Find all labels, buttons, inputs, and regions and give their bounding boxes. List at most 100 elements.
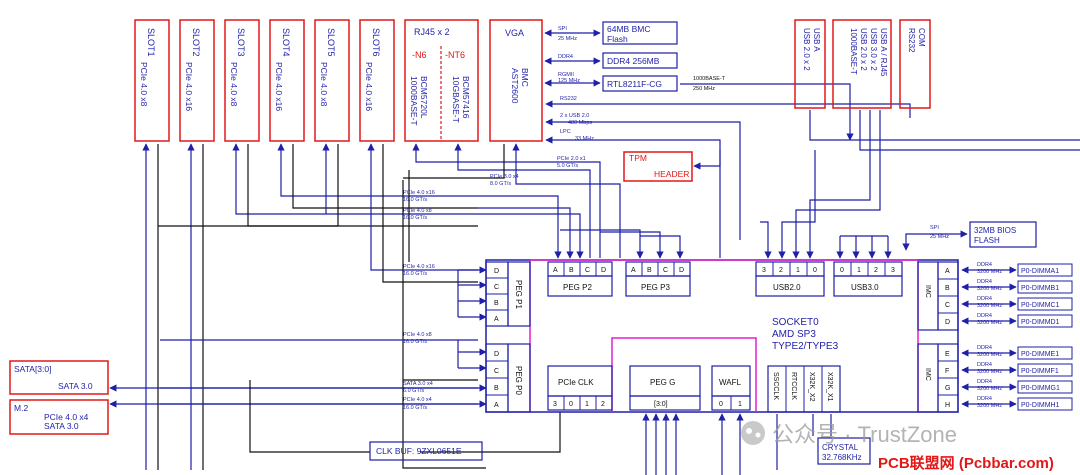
p0-lane-b: B — [494, 385, 499, 392]
usb2-port-1: 1 — [796, 267, 800, 274]
p3-lane-a: A — [631, 267, 636, 274]
bios-spi-label: SPI — [930, 225, 939, 231]
m2-line3: SATA 3.0 — [44, 421, 79, 431]
bios-box — [969, 221, 1037, 248]
bios-spi — [902, 230, 968, 251]
dimm-e-type: DDR4 — [977, 345, 992, 351]
crystal-line1: CRYSTAL — [822, 443, 859, 452]
usb-rj45-line3: USB 2.0 x 2 — [859, 28, 868, 71]
imc-ch-c: C — [945, 302, 950, 309]
link-labels: PCIe 2.0 x1 5.0 GT/s PCIe 3.0 x4 8.0 GT/… — [403, 156, 586, 411]
pcie40x16b-speed: 16.0 GT/s — [403, 271, 427, 277]
dimm-b: DDR4 3200 MHz P0-DIMMB1 — [961, 279, 1073, 294]
m2-line2: PCIe 4.0 x4 — [44, 412, 89, 422]
bios-spi-speed: 25 MHz — [930, 234, 949, 240]
dimm-h: DDR4 3200 MHz P0-DIMMH1 — [961, 396, 1073, 411]
slot-boxes: SLOT1 PCIe 4.0 x8 SLOT2 PCIe 4.0 x16 SLO… — [134, 19, 395, 142]
clk-buffer: CLK BUF: 9ZXL0651E — [369, 441, 483, 461]
usb3-port-3: 3 — [891, 267, 895, 274]
rj45-chip1a: BCM5720L — [419, 76, 429, 119]
rs232-label: RS232 — [560, 96, 577, 102]
dimm-d-speed: 3200 MHz — [977, 320, 1002, 326]
usb2-port-3: 3 — [762, 267, 766, 274]
usb3-port-0: 0 — [840, 267, 844, 274]
slot6-box — [359, 19, 395, 142]
phy-speed1: 1000BASE-T — [693, 76, 726, 82]
pcie40x8a-label: PCIe 4.0 x8 — [403, 208, 432, 214]
usb3-port-2: 2 — [874, 267, 878, 274]
spi-speed: 25 MHz — [558, 36, 577, 42]
dimm-a-name: P0-DIMMA1 — [1021, 268, 1059, 275]
rj45-box — [404, 19, 479, 142]
dimm-d-type: DDR4 — [977, 313, 992, 319]
p0-lane-a: A — [494, 402, 499, 409]
slot2-name: SLOT2 — [191, 28, 201, 57]
pcie40x16b-label: PCIe 4.0 x16 — [403, 264, 435, 270]
dimm-d: DDR4 3200 MHz P0-DIMMD1 — [961, 313, 1073, 328]
sata-box — [9, 360, 109, 395]
com-line2: RS232 — [907, 28, 916, 53]
rj45-chip2a: BCM57416 — [461, 76, 471, 119]
rear-io-boxes: USB A USB 2.0 x 2 USB A / RJ45 USB 3.0 x… — [794, 19, 931, 109]
slot5-box — [314, 19, 350, 142]
dimm-c-name: P0-DIMMC1 — [1021, 302, 1060, 309]
m2-box — [9, 399, 109, 435]
usb-a-line2: USB 2.0 x 2 — [802, 28, 811, 71]
p3-lane-c: C — [663, 267, 668, 274]
dimm-g-type: DDR4 — [977, 379, 992, 385]
peg-p0-label: PEG P0 — [514, 366, 523, 395]
clk-port-2: 2 — [601, 401, 605, 408]
rj45-n6: -N6 — [412, 50, 427, 60]
bottom-links — [642, 413, 832, 475]
bmc-label: BMC — [520, 68, 530, 87]
crystal-box — [817, 437, 871, 465]
imc-ch-a: A — [945, 268, 950, 275]
p1-lane-a: A — [494, 316, 499, 323]
ssclk-label: SSCCLK — [772, 372, 779, 400]
cpu-line2: AMD SP3 — [772, 329, 816, 340]
slot5-spec: PCIe 4.0 x8 — [319, 62, 329, 107]
bmc-ddr-box — [602, 52, 678, 69]
pcie40x4-label: PCIe 4.0 x4 — [403, 397, 432, 403]
slot3-box — [224, 19, 260, 142]
x32k1-label: X32K_X1 — [826, 372, 833, 402]
slot3-spec: PCIe 4.0 x8 — [229, 62, 239, 107]
usb-a-box — [794, 19, 826, 109]
sata-line1: SATA[3:0] — [14, 364, 51, 374]
imc-ch-g: G — [945, 385, 950, 392]
imc-ch-d: D — [945, 319, 950, 326]
wafl-port-1: 1 — [738, 401, 742, 408]
rtcclk-label: RTCCLK — [790, 372, 797, 400]
pcie20x1-label: PCIe 2.0 x1 — [557, 156, 586, 162]
rj45-chip2b: 10GBASE-T — [451, 76, 461, 123]
clkbuf-label: CLK BUF: 9ZXL0651E — [376, 446, 462, 456]
imc-lower-label: IMC — [924, 368, 931, 381]
usb2-port-2: 2 — [779, 267, 783, 274]
storage-boxes: SATA[3:0] SATA 3.0 M.2 PCIe 4.0 x4 SATA … — [9, 360, 109, 435]
bmc-flash-box — [602, 21, 678, 45]
p2-lane-a: A — [553, 267, 558, 274]
imc-ch-e: E — [945, 351, 950, 358]
phy-label: RTL8211F-CG — [607, 79, 662, 89]
rj45-block: RJ45 x 2 -N6 -NT6 BCM5720L 1000BASE-T BC… — [404, 19, 479, 142]
bmc-usb2-line — [545, 118, 741, 240]
rear-io-links — [760, 110, 1080, 259]
p3-lane-d: D — [679, 267, 684, 274]
slot6-name: SLOT6 — [371, 28, 381, 57]
clkbuf-box — [369, 441, 483, 461]
slot1-box — [134, 19, 170, 142]
tpm-block: TPM HEADER — [623, 150, 721, 182]
rj45-title: RJ45 x 2 — [414, 27, 450, 37]
p0-lane-c: C — [494, 368, 499, 375]
slot4-spec: PCIe 4.0 x16 — [274, 62, 284, 111]
vga-box — [489, 19, 543, 142]
usb2-port-0: 0 — [813, 267, 817, 274]
sata-line2: SATA 3.0 — [58, 381, 93, 391]
m2-line1: M.2 — [14, 403, 28, 413]
com-box — [899, 19, 931, 109]
dimm-g: DDR4 3200 MHz P0-DIMMG1 — [961, 379, 1073, 394]
p3-lane-b: B — [647, 267, 652, 274]
slot2-box — [179, 19, 215, 142]
spi-label: SPI — [558, 26, 567, 32]
pcie40x16a-label: PCIe 4.0 x16 — [403, 190, 435, 196]
